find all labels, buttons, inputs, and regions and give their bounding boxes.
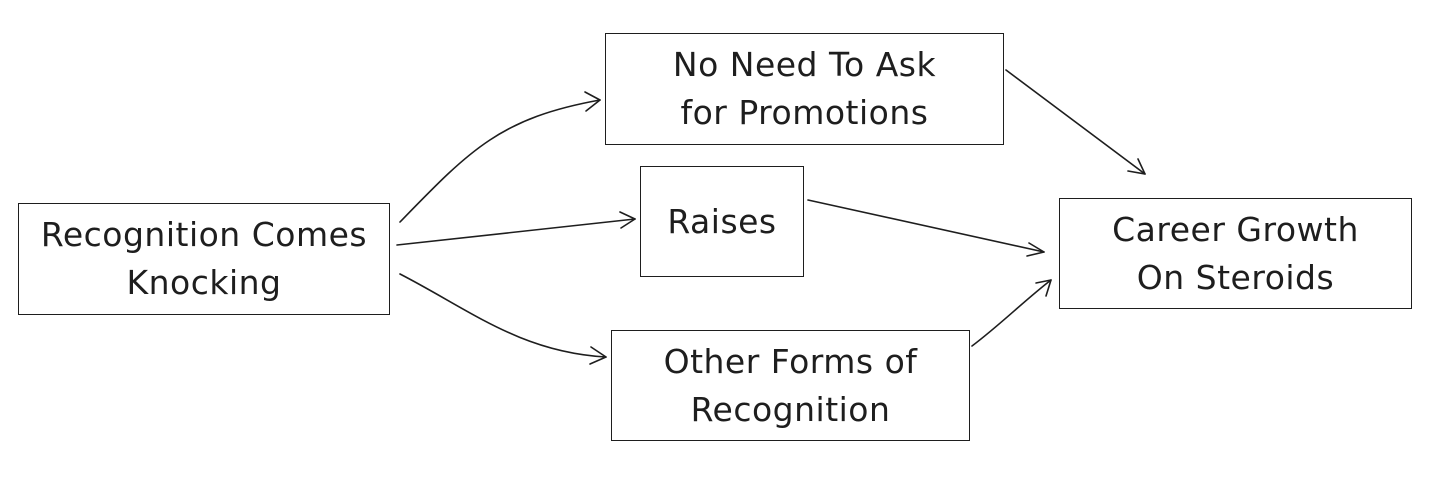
edge-no-need-to-career bbox=[1005, 69, 1146, 175]
edge-recognition-to-no-need bbox=[399, 91, 601, 223]
edge-raises-to-career bbox=[807, 199, 1045, 257]
edge-line bbox=[971, 279, 1052, 347]
edge-line bbox=[396, 218, 636, 246]
node-recognition-comes-knocking: Recognition Comes Knocking bbox=[18, 203, 390, 315]
arrowhead bbox=[584, 91, 601, 112]
node-label: No Need To Ask for Promotions bbox=[672, 45, 937, 132]
node-label: Raises bbox=[667, 201, 777, 241]
edge-line bbox=[1005, 69, 1146, 175]
arrowhead bbox=[1127, 158, 1146, 175]
arrowhead bbox=[1035, 279, 1052, 297]
node-label: Other Forms of Recognition bbox=[663, 341, 918, 429]
edge-line bbox=[807, 199, 1045, 253]
node-no-need-to-ask: No Need To Ask for Promotions bbox=[605, 33, 1004, 145]
arrowhead bbox=[1026, 242, 1045, 257]
node-other-forms-of-recognition: Other Forms of Recognition bbox=[611, 330, 970, 441]
edge-recognition-to-other bbox=[399, 273, 607, 365]
node-career-growth: Career Growth On Steroids bbox=[1059, 198, 1412, 309]
edge-recognition-to-raises bbox=[396, 211, 636, 246]
edge-other-to-career bbox=[971, 279, 1052, 347]
edge-line bbox=[399, 99, 601, 223]
edge-line bbox=[399, 273, 607, 358]
node-label: Recognition Comes Knocking bbox=[40, 215, 368, 302]
node-label: Career Growth On Steroids bbox=[1112, 209, 1359, 297]
arrowhead bbox=[619, 211, 636, 229]
node-raises: Raises bbox=[640, 166, 804, 277]
arrowhead bbox=[589, 346, 607, 365]
